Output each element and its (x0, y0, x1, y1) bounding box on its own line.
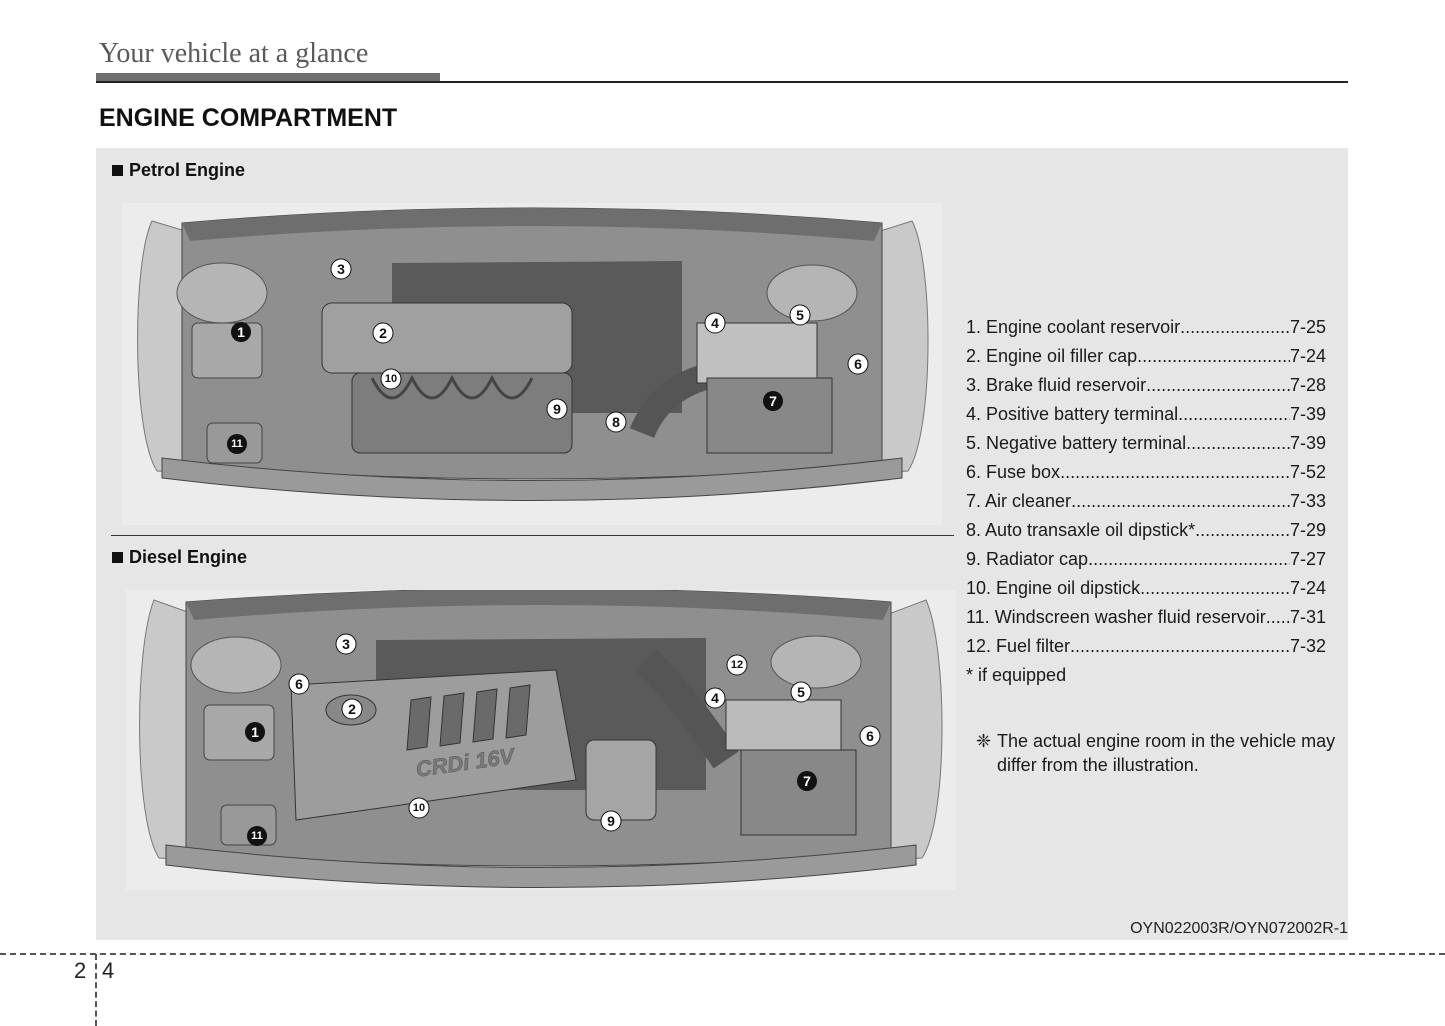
diesel-callout-11: 11 (247, 826, 267, 846)
legend-item: 6. Fuse box 7-52 (966, 458, 1326, 487)
petrol-callout-2: 2 (372, 322, 394, 344)
petrol-engine-illustration: 1 2 3 4 5 6 7 8 9 10 11 (122, 203, 942, 525)
svg-text:5: 5 (796, 307, 804, 323)
diesel-callout-5: 5 (790, 681, 812, 703)
legend-item: 2. Engine oil filler cap 7-24 (966, 342, 1326, 371)
svg-text:1: 1 (237, 324, 245, 340)
petrol-callout-6: 6 (847, 353, 869, 375)
svg-text:11: 11 (231, 438, 243, 450)
petrol-callout-1: 1 (231, 322, 251, 342)
footer-dashed-divider (95, 954, 97, 1026)
petrol-engine-heading: Petrol Engine (112, 160, 245, 181)
petrol-callout-3: 3 (330, 258, 352, 280)
svg-text:6: 6 (295, 676, 303, 692)
petrol-callout-7: 7 (763, 391, 783, 411)
diesel-callout-12: 12 (726, 654, 748, 676)
footer-dashed-rule (0, 953, 1445, 955)
diesel-callout-6a: 6 (288, 673, 310, 695)
diesel-callout-10: 10 (408, 797, 430, 819)
petrol-callout-11: 11 (227, 434, 247, 454)
header-accent-bar (96, 73, 440, 82)
legend-item: 8. Auto transaxle oil dipstick*7-29 (966, 516, 1326, 545)
svg-text:1: 1 (251, 724, 259, 740)
petrol-callout-10: 10 (380, 368, 402, 390)
component-legend: 1. Engine coolant reservoir7-25 2. Engin… (966, 313, 1326, 690)
legend-item: 1. Engine coolant reservoir7-25 (966, 313, 1326, 342)
diesel-callout-6b: 6 (859, 725, 881, 747)
diesel-engine-heading: Diesel Engine (112, 547, 247, 568)
legend-footnote: * if equipped (966, 665, 1067, 685)
legend-item: 4. Positive battery terminal 7-39 (966, 400, 1326, 429)
diesel-callout-2: 2 (341, 698, 363, 720)
svg-text:4: 4 (711, 690, 719, 706)
legend-item: 9. Radiator cap 7-27 (966, 545, 1326, 574)
svg-text:9: 9 (607, 813, 615, 829)
legend-item: 3. Brake fluid reservoir7-28 (966, 371, 1326, 400)
petrol-callout-5: 5 (789, 304, 811, 326)
svg-text:5: 5 (797, 684, 805, 700)
legend-item: 7. Air cleaner7-33 (966, 487, 1326, 516)
illustration-note: ❈ The actual engine room in the vehicle … (976, 729, 1336, 777)
section-title: ENGINE COMPARTMENT (99, 104, 398, 132)
svg-text:7: 7 (769, 393, 777, 409)
svg-text:6: 6 (866, 728, 874, 744)
svg-text:10: 10 (385, 373, 397, 385)
bullet-square-icon (112, 165, 123, 176)
figure-code: OYN022003R/OYN072002R-1 (1130, 920, 1348, 937)
svg-text:3: 3 (342, 636, 350, 652)
running-header-title: Your vehicle at a glance (99, 38, 369, 69)
petrol-engine-label: Petrol Engine (129, 160, 246, 180)
legend-item: 12. Fuel filter7-32 (966, 632, 1326, 661)
diesel-callout-4: 4 (704, 687, 726, 709)
page-section-number: 2 (74, 958, 87, 983)
svg-text:10: 10 (413, 802, 425, 814)
header-rule (96, 81, 1348, 83)
diesel-engine-illustration: CRDi 16V 1 2 3 4 5 6 6 7 9 10 11 12 (126, 590, 956, 890)
diesel-callout-1: 1 (245, 722, 265, 742)
svg-text:2: 2 (348, 701, 356, 717)
note-text: The actual engine room in the vehicle ma… (997, 731, 1336, 775)
legend-item: 11. Windscreen washer fluid reservoir 7-… (966, 603, 1326, 632)
page-number: 4 (102, 958, 115, 983)
diesel-engine-label: Diesel Engine (129, 547, 248, 567)
legend-item: 10. Engine oil dipstick 7-24 (966, 574, 1326, 603)
legend-item: 5. Negative battery terminal7-39 (966, 429, 1326, 458)
note-symbol-icon: ❈ (976, 731, 992, 751)
svg-text:12: 12 (731, 659, 743, 671)
svg-text:9: 9 (553, 401, 561, 417)
petrol-callout-8: 8 (605, 411, 627, 433)
engine-section-divider (111, 535, 954, 536)
diesel-callout-7: 7 (797, 771, 817, 791)
svg-text:6: 6 (854, 356, 862, 372)
svg-text:2: 2 (379, 325, 387, 341)
petrol-callout-9: 9 (546, 398, 568, 420)
diesel-callout-9: 9 (600, 810, 622, 832)
svg-text:4: 4 (711, 315, 719, 331)
svg-text:11: 11 (251, 830, 263, 842)
svg-text:8: 8 (612, 414, 620, 430)
svg-text:3: 3 (337, 261, 345, 277)
diesel-callout-3: 3 (335, 633, 357, 655)
bullet-square-icon (112, 552, 123, 563)
svg-text:7: 7 (803, 773, 811, 789)
petrol-callout-4: 4 (704, 312, 726, 334)
